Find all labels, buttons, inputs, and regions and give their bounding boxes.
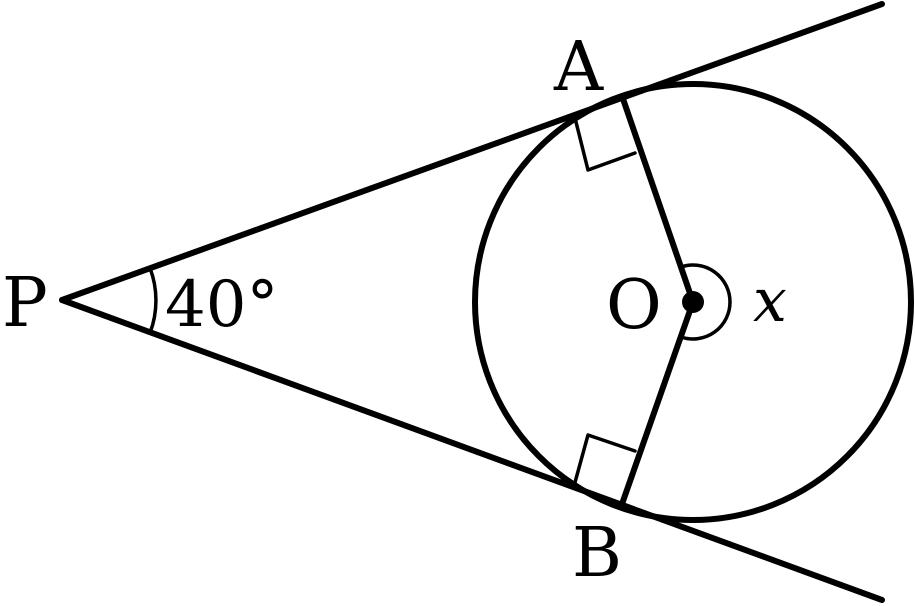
right-angle-marker-a: [572, 112, 637, 172]
label-angle-p: 40°: [165, 268, 278, 342]
right-angle-marker-b: [572, 433, 637, 488]
label-b: B: [572, 514, 622, 593]
angle-arc-o: [679, 263, 732, 341]
circle: [472, 81, 914, 523]
label-o: O: [606, 266, 662, 345]
tangent-line-pa: [59, 1, 885, 303]
center-dot: [682, 291, 704, 313]
label-p: P: [2, 264, 48, 343]
label-angle-x: x: [753, 266, 787, 336]
angle-arc-p: [148, 266, 158, 335]
label-a: A: [553, 28, 604, 107]
tangent-line-pb: [59, 297, 885, 603]
